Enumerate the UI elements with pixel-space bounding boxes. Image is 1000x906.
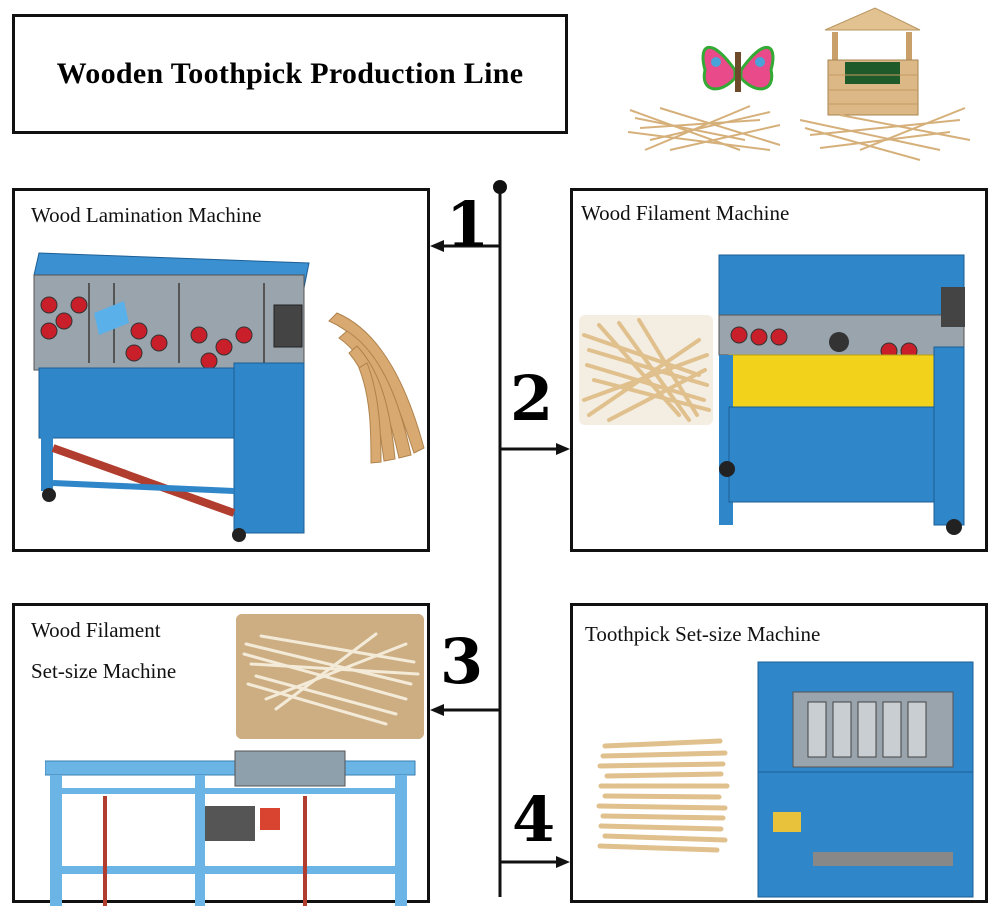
panel-wood-filament: Wood Filament Machine (570, 188, 988, 552)
wood-filament-sticks-photo (579, 315, 713, 425)
title-box: Wooden Toothpick Production Line (12, 14, 568, 134)
step-number-3: 3 (440, 625, 484, 698)
step-number-2: 2 (510, 362, 554, 435)
step-number-4: 4 (512, 783, 556, 856)
toothpick-products-illustration (620, 0, 980, 170)
panel-wood-lamination: Wood Lamination Machine (12, 188, 430, 552)
panel-label: Wood Filament Machine (581, 201, 790, 225)
panel-label-line1: Wood Filament (31, 618, 161, 642)
filament-sticks-photo (236, 614, 424, 739)
panel-label-line2: Set-size Machine (31, 659, 177, 683)
flow-line (420, 170, 590, 897)
page-title: Wooden Toothpick Production Line (56, 57, 524, 90)
wishing-well-toothpick-art (824, 7, 921, 116)
panel-toothpick-set-size: Toothpick Set-size Machine (570, 603, 988, 903)
toothpick-bundle-image (595, 736, 735, 856)
butterfly-toothpick-art (701, 46, 775, 92)
step-number-1: 1 (446, 188, 490, 261)
filament-set-size-machine-image (45, 746, 425, 906)
wood-lamination-machine-image (19, 243, 425, 543)
panel-label: Wood Lamination Machine (31, 203, 262, 227)
toothpick-set-size-machine-image (743, 652, 983, 902)
panel-label: Toothpick Set-size Machine (585, 622, 821, 646)
wood-filament-machine-image (709, 247, 969, 537)
panel-wood-filament-set-size: Wood Filament Set-size Machine (12, 603, 430, 906)
